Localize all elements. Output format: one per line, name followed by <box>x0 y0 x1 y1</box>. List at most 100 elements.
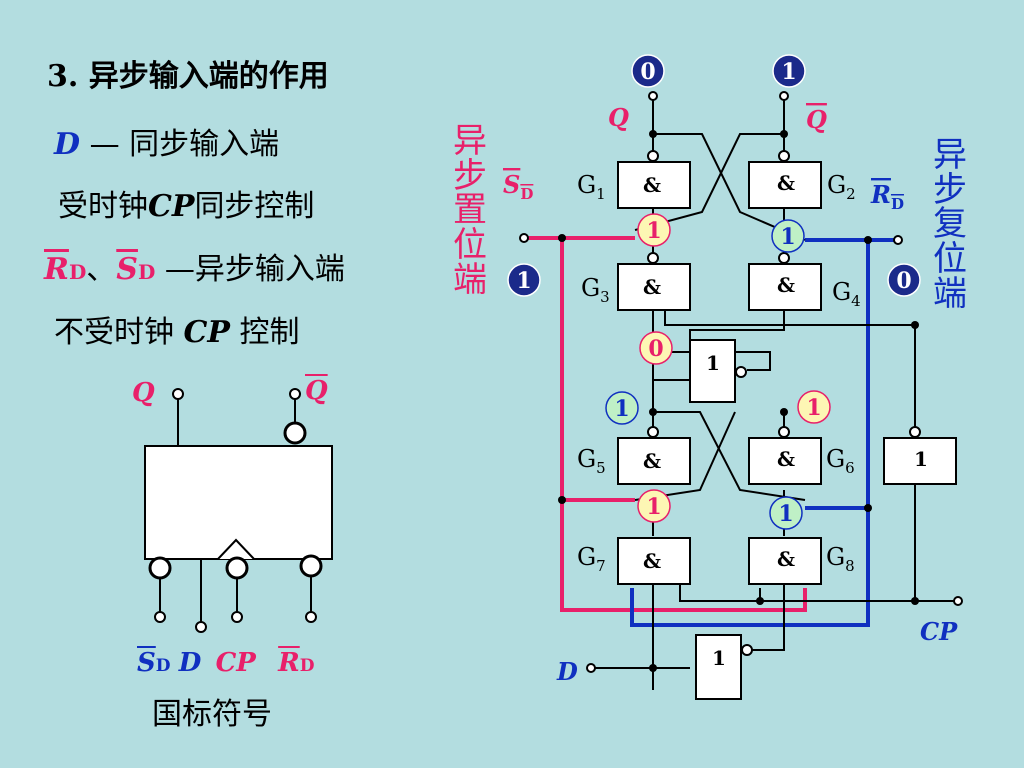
badge-qbar-value: 1 <box>772 54 806 88</box>
no-clock-text: 不受时钟 <box>54 315 174 350</box>
s-symbol: S <box>116 252 138 287</box>
dash: — <box>89 127 120 162</box>
circuit-sd-label: SD <box>503 170 533 203</box>
label-g2: G2 <box>827 171 856 203</box>
clock-triangle <box>217 538 255 560</box>
r-symbol: R <box>44 252 69 287</box>
badge-g3-out: 0 <box>639 331 673 365</box>
junction-dots <box>558 130 919 672</box>
circuit-d-label: D <box>556 657 578 686</box>
g5-and-symbol: & <box>643 449 661 473</box>
set-char-2: 步 <box>453 155 487 196</box>
svg-text:1: 1 <box>780 224 795 250</box>
async-reset-label: 异 步 复 位 端 <box>930 138 970 311</box>
badge-g5-in: 1 <box>637 489 671 523</box>
sd-input-terminal <box>519 233 529 243</box>
g4-and-symbol: & <box>777 273 795 297</box>
symbol-box <box>144 445 333 560</box>
cp-terminal <box>231 611 243 623</box>
gate-g3: & <box>617 252 691 311</box>
svg-text:1: 1 <box>614 396 629 422</box>
inverter-bottom-symbol: 1 <box>712 646 726 670</box>
svg-text:1: 1 <box>516 268 531 294</box>
sd-wire-red <box>527 236 807 612</box>
badge-q-value: 0 <box>631 54 665 88</box>
symbol-qbar-label: Q <box>305 376 328 406</box>
g3-and-symbol: & <box>643 275 661 299</box>
label-g3: G3 <box>581 274 610 306</box>
circuit-rd-label: RD <box>870 180 904 213</box>
inverter-middle-symbol: 1 <box>706 351 720 375</box>
label-g4: G4 <box>832 278 861 310</box>
g1-and-symbol: & <box>643 173 661 197</box>
control-text: 控制 <box>239 315 300 350</box>
svg-text:1: 1 <box>646 494 661 520</box>
label-g6: G6 <box>826 445 855 477</box>
symbol-pin-labels: SD D CP RD <box>137 650 314 676</box>
pin-r-sub: D <box>299 656 315 676</box>
q-terminal <box>172 388 184 400</box>
g7-and-symbol: & <box>643 549 661 573</box>
badge-g2-in: 1 <box>771 219 805 253</box>
gate-g4: & <box>748 252 822 311</box>
g8-and-symbol: & <box>777 547 795 571</box>
pin-d-label: D <box>178 648 202 678</box>
symbol-q-label: Q <box>132 378 155 408</box>
r-sub: D <box>68 260 87 284</box>
pin-s-label: S <box>137 648 156 678</box>
buffer-right-symbol: 1 <box>914 447 928 471</box>
set-char-5: 端 <box>453 259 487 300</box>
svg-text:1: 1 <box>778 501 793 527</box>
gate-g1: & <box>617 150 691 209</box>
label-g8: G8 <box>826 543 855 575</box>
async-input-text: 异步输入端 <box>194 252 345 287</box>
svg-text:0: 0 <box>648 336 663 362</box>
reset-char-5: 端 <box>933 273 967 314</box>
badge-g6-top: 1 <box>797 390 831 424</box>
d-terminal <box>195 621 207 633</box>
qbar-terminal <box>289 388 301 400</box>
set-char-4: 位 <box>453 225 487 266</box>
g6-and-symbol: & <box>777 447 795 471</box>
circuit-qbar-label: Q <box>806 105 827 134</box>
pin-r-label: R <box>278 648 300 678</box>
svg-text:1: 1 <box>806 395 821 421</box>
svg-text:0: 0 <box>896 268 911 294</box>
svg-text:1: 1 <box>646 218 661 244</box>
sync-control-text: 同步控制 <box>194 189 315 224</box>
g2-and-symbol: & <box>777 171 795 195</box>
gate-g2: & <box>748 150 822 209</box>
set-char-3: 置 <box>453 190 487 231</box>
buffer-right: 1 <box>883 426 957 485</box>
inverter-middle: 1 <box>689 339 747 403</box>
d-input-terminal <box>586 663 596 673</box>
cp-symbol: CP <box>148 189 195 224</box>
gate-g6: & <box>748 426 822 485</box>
badge-g1-in: 1 <box>637 213 671 247</box>
gate-g8: & <box>748 537 822 585</box>
label-g5: G5 <box>577 445 606 477</box>
circuit-cp-label: CP <box>920 617 958 646</box>
qbar-inversion-bubble <box>283 421 307 445</box>
label-g1: G1 <box>577 171 606 203</box>
pin-s-sub: D <box>155 656 171 676</box>
badge-rd-value: 0 <box>887 263 921 297</box>
cp-input-terminal <box>953 596 963 606</box>
svg-text:0: 0 <box>640 59 655 85</box>
badge-g6-in: 1 <box>769 496 803 530</box>
symbol-caption: 国标符号 <box>152 697 272 732</box>
badge-sd-value: 1 <box>507 263 541 297</box>
s-sub: D <box>137 260 156 284</box>
circuit-q-label: Q <box>608 103 629 132</box>
sync-input-line: D — 同步输入端 <box>54 130 279 160</box>
no-clock-line: 不受时钟 CP 控制 <box>54 318 300 348</box>
gate-labels: G1 G2 G3 G4 G5 G6 G7 G8 <box>577 171 861 575</box>
rd-input-terminal <box>893 235 903 245</box>
cp-symbol-2: CP <box>183 315 230 350</box>
r-terminal <box>305 611 317 623</box>
q-output-terminal <box>648 91 658 101</box>
gate-g5: & <box>617 426 691 485</box>
rd-wire-blue <box>630 238 895 627</box>
